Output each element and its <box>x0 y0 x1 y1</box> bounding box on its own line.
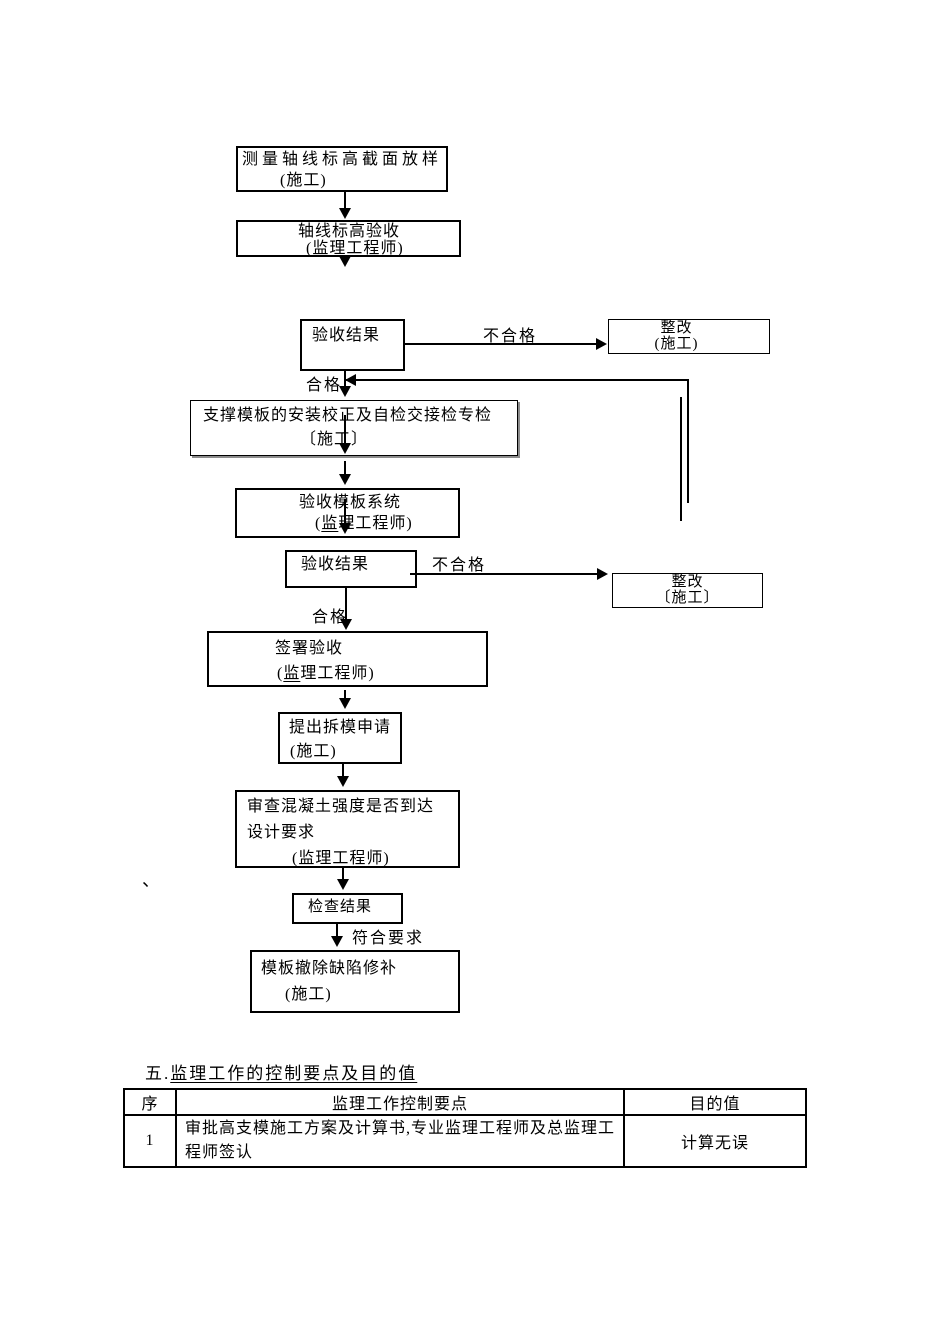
box-text: (监理工程师) <box>315 515 413 532</box>
control-points-table: 序 监理工作控制要点 目的值 1 审批高支模施工方案及计算书,专业监理工程师及总… <box>123 1088 807 1168</box>
feedback-line <box>687 379 689 503</box>
box-text: (监理工程师) <box>277 665 375 682</box>
box-text: (监理工程师) <box>292 850 390 867</box>
header-cell-target-value: 目的值 <box>623 1088 807 1116</box>
flow-box-formwork-removal-repair: 模板撤除缺陷修补 (施工) <box>250 950 460 1013</box>
flow-box-axis-elevation-acceptance: 轴线标高验收 (监理工程师) <box>236 220 461 257</box>
connector-line <box>342 764 344 778</box>
arrow-down-icon <box>339 443 351 454</box>
cell-control-point: 审批高支模施工方案及计算书,专业监理工程师及总监理工程师签认 <box>175 1114 625 1168</box>
connector-line <box>344 192 346 210</box>
box-text: 签署验收 <box>275 640 344 657</box>
cell-seq: 1 <box>123 1114 177 1168</box>
box-text: (施工) <box>290 743 337 760</box>
connector-line <box>404 343 598 345</box>
flow-box-measure-layout: 测量轴线标高截面放样 (施工) <box>236 146 448 192</box>
box-text: 轴线标高验收 <box>298 223 401 240</box>
arrow-down-icon <box>339 698 351 709</box>
stray-mark: 、 <box>142 870 162 890</box>
flow-box-rectify-2: 整改 〔施工〕 <box>612 573 763 608</box>
label-meets-requirements: 符合要求 <box>352 930 425 947</box>
arrow-down-icon <box>339 208 351 219</box>
arrow-down-icon <box>339 474 351 485</box>
arrow-right-icon <box>596 338 607 350</box>
box-text: 支撑模板的安装校正及自检交接检专检 <box>203 407 493 424</box>
flow-box-acceptance-result-1: 验收结果 <box>300 319 405 371</box>
box-text: 验收结果 <box>312 327 381 344</box>
connector-line <box>336 923 338 938</box>
section-title: 五.监理工作的控制要点及目的值 <box>145 1064 418 1083</box>
box-text: 验收结果 <box>301 556 370 573</box>
connector-line <box>344 499 346 525</box>
box-text: 〔施工〕 <box>655 590 720 606</box>
box-text: 模板撤除缺陷修补 <box>261 960 398 977</box>
flow-box-inspection-result: 检查结果 <box>292 893 403 924</box>
box-text: 验收模板系统 <box>299 494 402 511</box>
connector-line <box>344 690 346 700</box>
flow-box-formwork-install-check: 支撑模板的安装校正及自检交接检专检 〔施工〕 <box>190 400 518 456</box>
box-text: (监理工程师) <box>306 240 404 257</box>
box-text: (施工) <box>285 986 332 1003</box>
flow-box-demold-application: 提出拆模申请 (施工) <box>278 712 402 764</box>
table-header-row: 序 监理工作控制要点 目的值 <box>123 1088 807 1116</box>
arrow-down-icon <box>339 386 351 397</box>
box-text: 审查混凝土强度是否到达设计要求 <box>247 798 435 841</box>
flow-box-acceptance-result-2: 验收结果 <box>285 550 417 588</box>
arrow-down-icon <box>337 879 349 890</box>
arrow-down-icon <box>337 776 349 787</box>
connector-line <box>344 461 346 476</box>
feedback-line <box>345 379 689 381</box>
table-row: 1 审批高支模施工方案及计算书,专业监理工程师及总监理工程师签认 计算无误 <box>123 1114 807 1168</box>
label-pass-2: 合格 <box>312 609 349 626</box>
arrow-down-icon <box>339 523 351 534</box>
arrow-down-icon <box>331 936 343 947</box>
cell-target-value: 计算无误 <box>623 1114 807 1168</box>
connector-line <box>344 415 346 445</box>
label-pass-1: 合格 <box>306 377 343 394</box>
arrow-right-icon <box>597 568 608 580</box>
flow-box-sign-acceptance: 签署验收 (监理工程师) <box>207 631 488 687</box>
header-cell-seq: 序 <box>123 1088 177 1116</box>
flow-box-concrete-strength-review: 审查混凝土强度是否到达设计要求 (监理工程师) <box>235 790 460 868</box>
box-text: 测量轴线标高截面放样 <box>241 151 442 168</box>
arrow-down-icon <box>340 619 352 630</box>
flow-box-rectify-1: 整改 (施工) <box>608 319 770 354</box>
box-text: (施工) <box>654 336 699 352</box>
label-fail-1: 不合格 <box>483 328 538 345</box>
arrow-left-icon <box>345 374 356 386</box>
box-text: 整改 <box>671 574 704 590</box>
label-fail-2: 不合格 <box>432 557 487 574</box>
box-text: 〔施工〕 <box>299 431 368 448</box>
connector-line <box>345 587 347 621</box>
box-text: 提出拆模申请 <box>289 719 392 736</box>
connector-line <box>342 868 344 880</box>
connector-line <box>410 573 600 575</box>
header-cell-control-point: 监理工作控制要点 <box>175 1088 625 1116</box>
box-text: 整改 <box>660 320 693 336</box>
box-text: 检查结果 <box>308 899 373 915</box>
feedback-line <box>680 397 682 521</box>
arrow-down-icon <box>339 256 351 267</box>
box-text: (施工) <box>280 172 327 189</box>
